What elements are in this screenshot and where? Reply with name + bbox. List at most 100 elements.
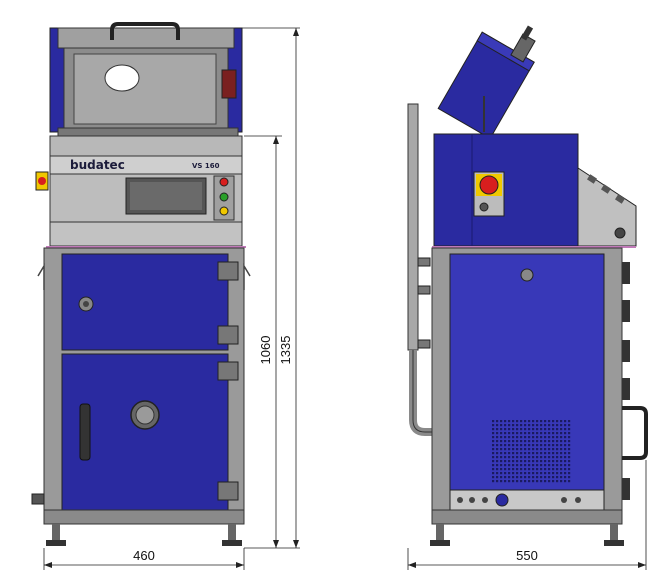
side-bracket-2 bbox=[622, 300, 630, 322]
depth-arrow-left bbox=[408, 562, 416, 568]
vent-hole bbox=[496, 428, 499, 431]
side-vent-grille bbox=[492, 420, 571, 483]
vent-hole bbox=[536, 480, 539, 483]
vent-hole bbox=[560, 460, 563, 463]
vent-hole bbox=[548, 444, 551, 447]
vent-hole bbox=[548, 420, 551, 423]
vent-hole bbox=[520, 440, 523, 443]
vent-hole bbox=[544, 424, 547, 427]
touch-display-screen bbox=[130, 182, 202, 210]
vent-hole bbox=[500, 440, 503, 443]
vent-hole bbox=[536, 460, 539, 463]
vent-hole bbox=[524, 436, 527, 439]
vent-hole bbox=[544, 428, 547, 431]
vent-hole bbox=[496, 464, 499, 467]
vent-hole bbox=[504, 480, 507, 483]
vent-hole bbox=[548, 440, 551, 443]
vent-hole bbox=[564, 460, 567, 463]
pipe-clamp-3 bbox=[417, 339, 431, 349]
vent-hole bbox=[504, 444, 507, 447]
front-dimensions bbox=[43, 27, 300, 570]
vent-hole bbox=[552, 456, 555, 459]
vent-hole bbox=[560, 420, 563, 423]
vent-hole bbox=[524, 440, 527, 443]
vent-hole bbox=[496, 444, 499, 447]
vent-hole bbox=[528, 472, 531, 475]
vent-hole bbox=[540, 460, 543, 463]
vent-hole bbox=[512, 476, 515, 479]
vent-hole bbox=[560, 432, 563, 435]
front-emergency-stop-icon bbox=[38, 177, 46, 185]
vent-hole bbox=[560, 428, 563, 431]
vent-hole bbox=[516, 456, 519, 459]
vent-hole bbox=[496, 420, 499, 423]
vent-hole bbox=[560, 456, 563, 459]
vent-hole bbox=[500, 460, 503, 463]
vent-hole bbox=[504, 456, 507, 459]
hinge-4 bbox=[217, 481, 239, 501]
vent-hole bbox=[500, 472, 503, 475]
vent-hole bbox=[556, 476, 559, 479]
vent-hole bbox=[564, 468, 567, 471]
vent-hole bbox=[556, 440, 559, 443]
vent-hole bbox=[536, 440, 539, 443]
vent-hole bbox=[564, 420, 567, 423]
vent-hole bbox=[532, 436, 535, 439]
vent-hole bbox=[516, 464, 519, 467]
vent-hole bbox=[568, 456, 571, 459]
vent-hole bbox=[528, 432, 531, 435]
side-left-foot bbox=[430, 540, 450, 546]
vent-hole bbox=[536, 428, 539, 431]
vent-hole bbox=[520, 420, 523, 423]
front-lid-top bbox=[57, 27, 235, 49]
vent-hole bbox=[496, 424, 499, 427]
vent-hole bbox=[568, 436, 571, 439]
vent-hole bbox=[508, 444, 511, 447]
front-left-foot-stem bbox=[52, 524, 60, 542]
vent-hole bbox=[532, 456, 535, 459]
connector-4-icon bbox=[495, 493, 509, 507]
vent-hole bbox=[556, 436, 559, 439]
side-cabinet-panel bbox=[449, 253, 605, 491]
side-pipe-bend-outline bbox=[412, 350, 432, 433]
vent-hole bbox=[552, 432, 555, 435]
vent-hole bbox=[540, 424, 543, 427]
vent-hole bbox=[540, 472, 543, 475]
vent-hole bbox=[512, 468, 515, 471]
vent-hole bbox=[552, 428, 555, 431]
vent-hole bbox=[564, 448, 567, 451]
vent-hole bbox=[508, 440, 511, 443]
model-label-text: VS 160 bbox=[192, 162, 220, 170]
vent-hole bbox=[504, 420, 507, 423]
vent-hole bbox=[492, 424, 495, 427]
vent-hole bbox=[512, 464, 515, 467]
vent-hole bbox=[560, 440, 563, 443]
vent-hole bbox=[512, 448, 515, 451]
vent-hole bbox=[500, 476, 503, 479]
vent-hole bbox=[532, 428, 535, 431]
lid-lower-rail bbox=[57, 127, 239, 137]
vent-hole bbox=[516, 444, 519, 447]
vent-hole bbox=[524, 472, 527, 475]
vent-hole bbox=[568, 424, 571, 427]
vent-hole bbox=[508, 460, 511, 463]
vent-hole bbox=[524, 432, 527, 435]
vent-hole bbox=[492, 464, 495, 467]
vent-hole bbox=[520, 448, 523, 451]
vent-hole bbox=[524, 424, 527, 427]
h1060-arrow-bottom bbox=[273, 540, 279, 548]
side-bracket-4 bbox=[622, 378, 630, 400]
vent-hole bbox=[500, 428, 503, 431]
vent-hole bbox=[536, 420, 539, 423]
vent-hole bbox=[524, 460, 527, 463]
h1335-arrow-bottom bbox=[293, 540, 299, 548]
vent-hole bbox=[508, 436, 511, 439]
vent-hole bbox=[548, 428, 551, 431]
vent-hole bbox=[548, 452, 551, 455]
vent-hole bbox=[536, 468, 539, 471]
side-view bbox=[407, 25, 648, 546]
side-upper-body bbox=[433, 133, 579, 247]
vent-hole bbox=[492, 468, 495, 471]
vent-hole bbox=[552, 424, 555, 427]
vent-hole bbox=[504, 464, 507, 467]
